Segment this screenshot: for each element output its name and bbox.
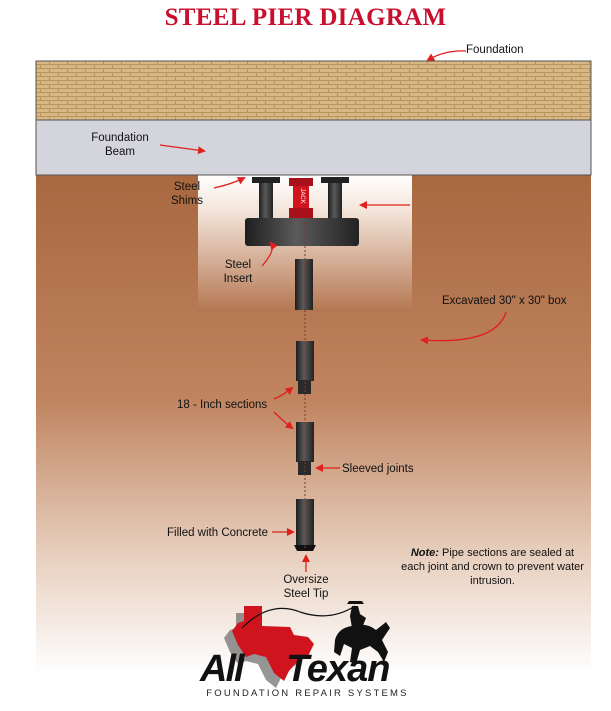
logo-wordmark: All Texan	[200, 647, 415, 691]
label-steel-shims-line1: Steel	[173, 181, 201, 193]
arrow-section-1	[273, 386, 294, 400]
note-prefix: Note:	[410, 547, 439, 559]
label-steel-shims: Steel Shims	[160, 180, 214, 208]
arrow-shims	[213, 177, 246, 189]
cowboy-horse-icon	[334, 601, 390, 664]
label-excavated-box: Excavated 30" x 30" box	[442, 295, 567, 307]
label-filled-with-concrete: Filled with Concrete	[167, 527, 268, 539]
label-foundation-beam-line2: Beam	[104, 146, 136, 158]
jack-label: JACK	[299, 188, 305, 203]
label-oversize-steel-tip: Oversize Steel Tip	[270, 573, 342, 601]
note-text: Pipe sections are sealed at each joint a…	[401, 547, 584, 587]
label-oversize-tip-line2: Steel Tip	[283, 588, 329, 600]
label-steel-insert: Steel Insert	[214, 258, 262, 286]
jack	[289, 178, 313, 218]
pipe-section	[296, 341, 314, 381]
diagram-title: STEEL PIER DIAGRAM	[164, 4, 447, 31]
callout-arrows	[159, 50, 507, 572]
steel-insert	[245, 218, 359, 246]
logo-graphic	[224, 601, 390, 688]
label-foundation: Foundation	[466, 44, 524, 56]
arrow-insert	[261, 241, 278, 267]
arrow-section-2	[273, 411, 294, 430]
label-foundation-beam: Foundation Beam	[80, 131, 160, 159]
label-oversize-tip-line1: Oversize	[283, 574, 329, 586]
logo-word-all: All	[200, 648, 245, 690]
steel-shims	[252, 177, 349, 221]
arrow-box	[420, 311, 507, 345]
label-steel-insert-line2: Insert	[223, 273, 253, 285]
texas-map-icon	[232, 606, 314, 681]
label-steel-shims-line2: Shims	[171, 195, 203, 207]
logo-subtitle: FOUNDATION REPAIR SYSTEMS	[206, 688, 409, 699]
note: Note: Pipe sections are sealed at each j…	[400, 546, 585, 588]
lasso-icon	[241, 605, 356, 629]
pipe-section	[295, 259, 313, 310]
label-foundation-beam-line1: Foundation	[91, 132, 149, 144]
label-steel-insert-line1: Steel	[224, 259, 252, 271]
label-sleeved-joints: Sleeved joints	[342, 463, 414, 475]
foundation-beam	[35, 119, 592, 176]
logo-word-texan: Texan	[286, 648, 390, 690]
foundation-slab	[35, 60, 592, 121]
arrow-foundation	[426, 50, 467, 62]
arrow-beam	[159, 144, 206, 155]
label-18-inch-sections: 18 - Inch sections	[177, 399, 268, 411]
